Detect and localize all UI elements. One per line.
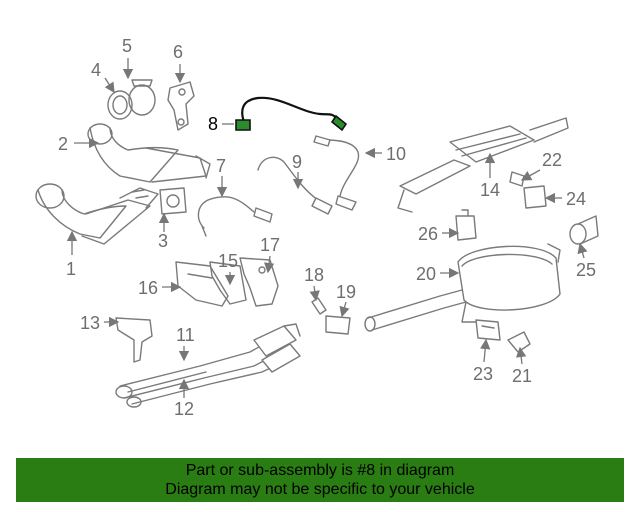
part-13-bracket xyxy=(115,317,153,363)
callout-21: 21 xyxy=(512,366,532,386)
callout-7: 7 xyxy=(216,156,226,176)
part-1-front-catalytic-converter xyxy=(35,183,159,245)
callout-labels: 1 2 3 4 5 6 7 8 9 10 11 12 13 14 15 16 1… xyxy=(58,36,596,419)
callout-18: 18 xyxy=(304,265,324,285)
part-9-oxygen-sensor xyxy=(257,156,333,215)
callout-13: 13 xyxy=(80,313,100,333)
callout-14: 14 xyxy=(480,180,500,200)
callout-16: 16 xyxy=(138,278,158,298)
callout-19: 19 xyxy=(336,282,356,302)
part-23-rubber-mount xyxy=(475,319,501,341)
callout-11: 11 xyxy=(176,325,195,345)
part-10-oxygen-sensor xyxy=(313,135,360,211)
callout-8-highlighted: 8 xyxy=(208,114,218,134)
callout-9: 9 xyxy=(292,152,302,172)
callout-15: 15 xyxy=(218,251,238,271)
part-2-front-catalytic-converter xyxy=(87,123,211,183)
part-22-clamp xyxy=(509,171,525,187)
part-18-clamp xyxy=(311,297,327,315)
part-20-rear-muffler xyxy=(364,243,561,332)
callout-5: 5 xyxy=(122,36,132,56)
part-25-exhaust-tip xyxy=(569,215,599,245)
callout-22: 22 xyxy=(542,150,562,170)
part-26-mount xyxy=(455,209,477,241)
callout-12: 12 xyxy=(174,399,194,419)
callout-6: 6 xyxy=(173,42,183,62)
part-info-banner: Part or sub-assembly is #8 in diagram Di… xyxy=(16,458,624,502)
part-24-mount xyxy=(523,185,547,209)
part-21-bracket xyxy=(507,331,531,353)
part-7-oxygen-sensor xyxy=(197,196,273,237)
part-8-oxygen-sensor-highlighted xyxy=(235,96,348,132)
part-19-rubber-mount xyxy=(325,315,351,335)
callout-1: 1 xyxy=(66,259,76,279)
part-15-bracket xyxy=(209,261,247,305)
callout-2: 2 xyxy=(58,134,68,154)
leader-lines xyxy=(66,58,588,398)
callout-23: 23 xyxy=(473,364,493,384)
part-5-clamp xyxy=(128,79,156,116)
part-reference-text: Part or sub-assembly is #8 in diagram xyxy=(185,462,455,479)
callout-26: 26 xyxy=(418,224,438,244)
callout-20: 20 xyxy=(416,264,436,284)
part-4-ring xyxy=(107,90,133,120)
callout-24: 24 xyxy=(566,189,586,209)
part-6-bracket xyxy=(167,81,195,131)
part-3-gasket xyxy=(159,187,187,215)
callout-25: 25 xyxy=(576,260,596,280)
disclaimer-text: Diagram may not be specific to your vehi… xyxy=(165,481,475,498)
callout-4: 4 xyxy=(91,60,101,80)
part-11-12-intermediate-pipe xyxy=(115,323,301,408)
callout-17: 17 xyxy=(260,235,280,255)
part-14-center-muffler xyxy=(397,117,569,213)
callout-3: 3 xyxy=(158,231,168,251)
exhaust-system-diagram: 1 2 3 4 5 6 7 8 9 10 11 12 13 14 15 16 1… xyxy=(35,36,599,419)
callout-10: 10 xyxy=(386,144,406,164)
